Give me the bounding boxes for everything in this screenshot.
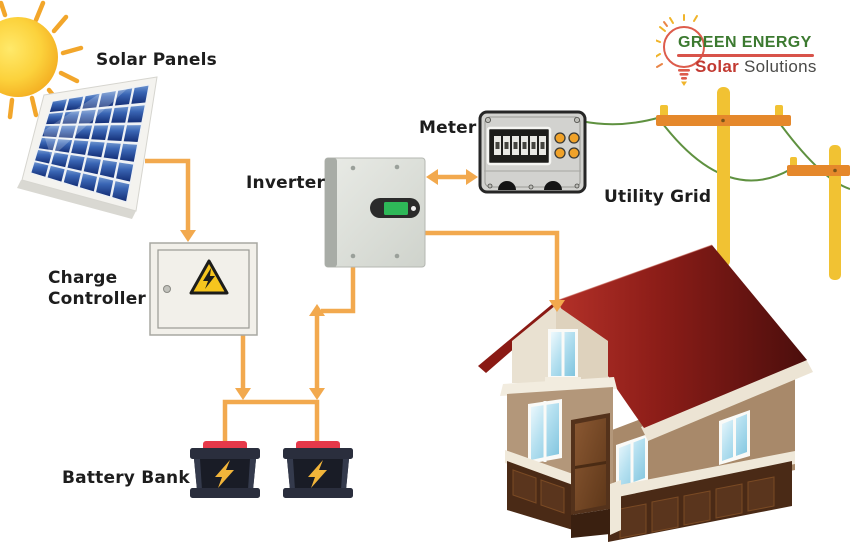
inverter-box (324, 157, 426, 268)
logo-line2-accent: Solar (695, 57, 740, 76)
wire-arrowheads (180, 169, 565, 400)
charge-controller-label: Charge Controller (48, 268, 147, 309)
wire-panel-to-controller (145, 158, 191, 231)
power-lines (580, 116, 850, 190)
meter-buttons (554, 132, 580, 159)
meter-display (486, 126, 552, 166)
wire-inverter-to-house (425, 230, 560, 301)
lightbulb-sun-icon (656, 14, 705, 86)
charge-controller-box (149, 242, 258, 336)
meter-box (478, 110, 587, 194)
wire-inverter-to-batteries (321, 267, 356, 314)
house-window (719, 410, 750, 465)
utility-pole-2 (787, 145, 850, 280)
inverter-display (370, 198, 420, 218)
solar-panels-label: Solar Panels (96, 50, 217, 70)
logo-line2-rest: Solutions (744, 57, 817, 76)
utility-grid-label: Utility Grid (604, 187, 712, 207)
battery-1 (190, 441, 260, 498)
attic-window (545, 329, 581, 382)
battery-2 (283, 441, 353, 498)
logo-line1: GREEN ENERGY (678, 34, 812, 51)
inverter-label: Inverter (246, 173, 326, 193)
solar-panel-graphic (17, 76, 158, 219)
meter-label: Meter (419, 118, 477, 138)
house-window (616, 434, 648, 491)
battery-bank-label: Battery Bank (62, 468, 190, 488)
system-wires (145, 158, 560, 443)
utility-pole-1 (656, 87, 791, 267)
house-window (528, 399, 562, 464)
wire-battery-junction (222, 399, 320, 443)
lightning-icon (215, 460, 234, 488)
warning-icon (189, 259, 229, 295)
house-door (571, 413, 610, 538)
house-graphic (478, 244, 813, 542)
logo-underline (677, 54, 814, 57)
